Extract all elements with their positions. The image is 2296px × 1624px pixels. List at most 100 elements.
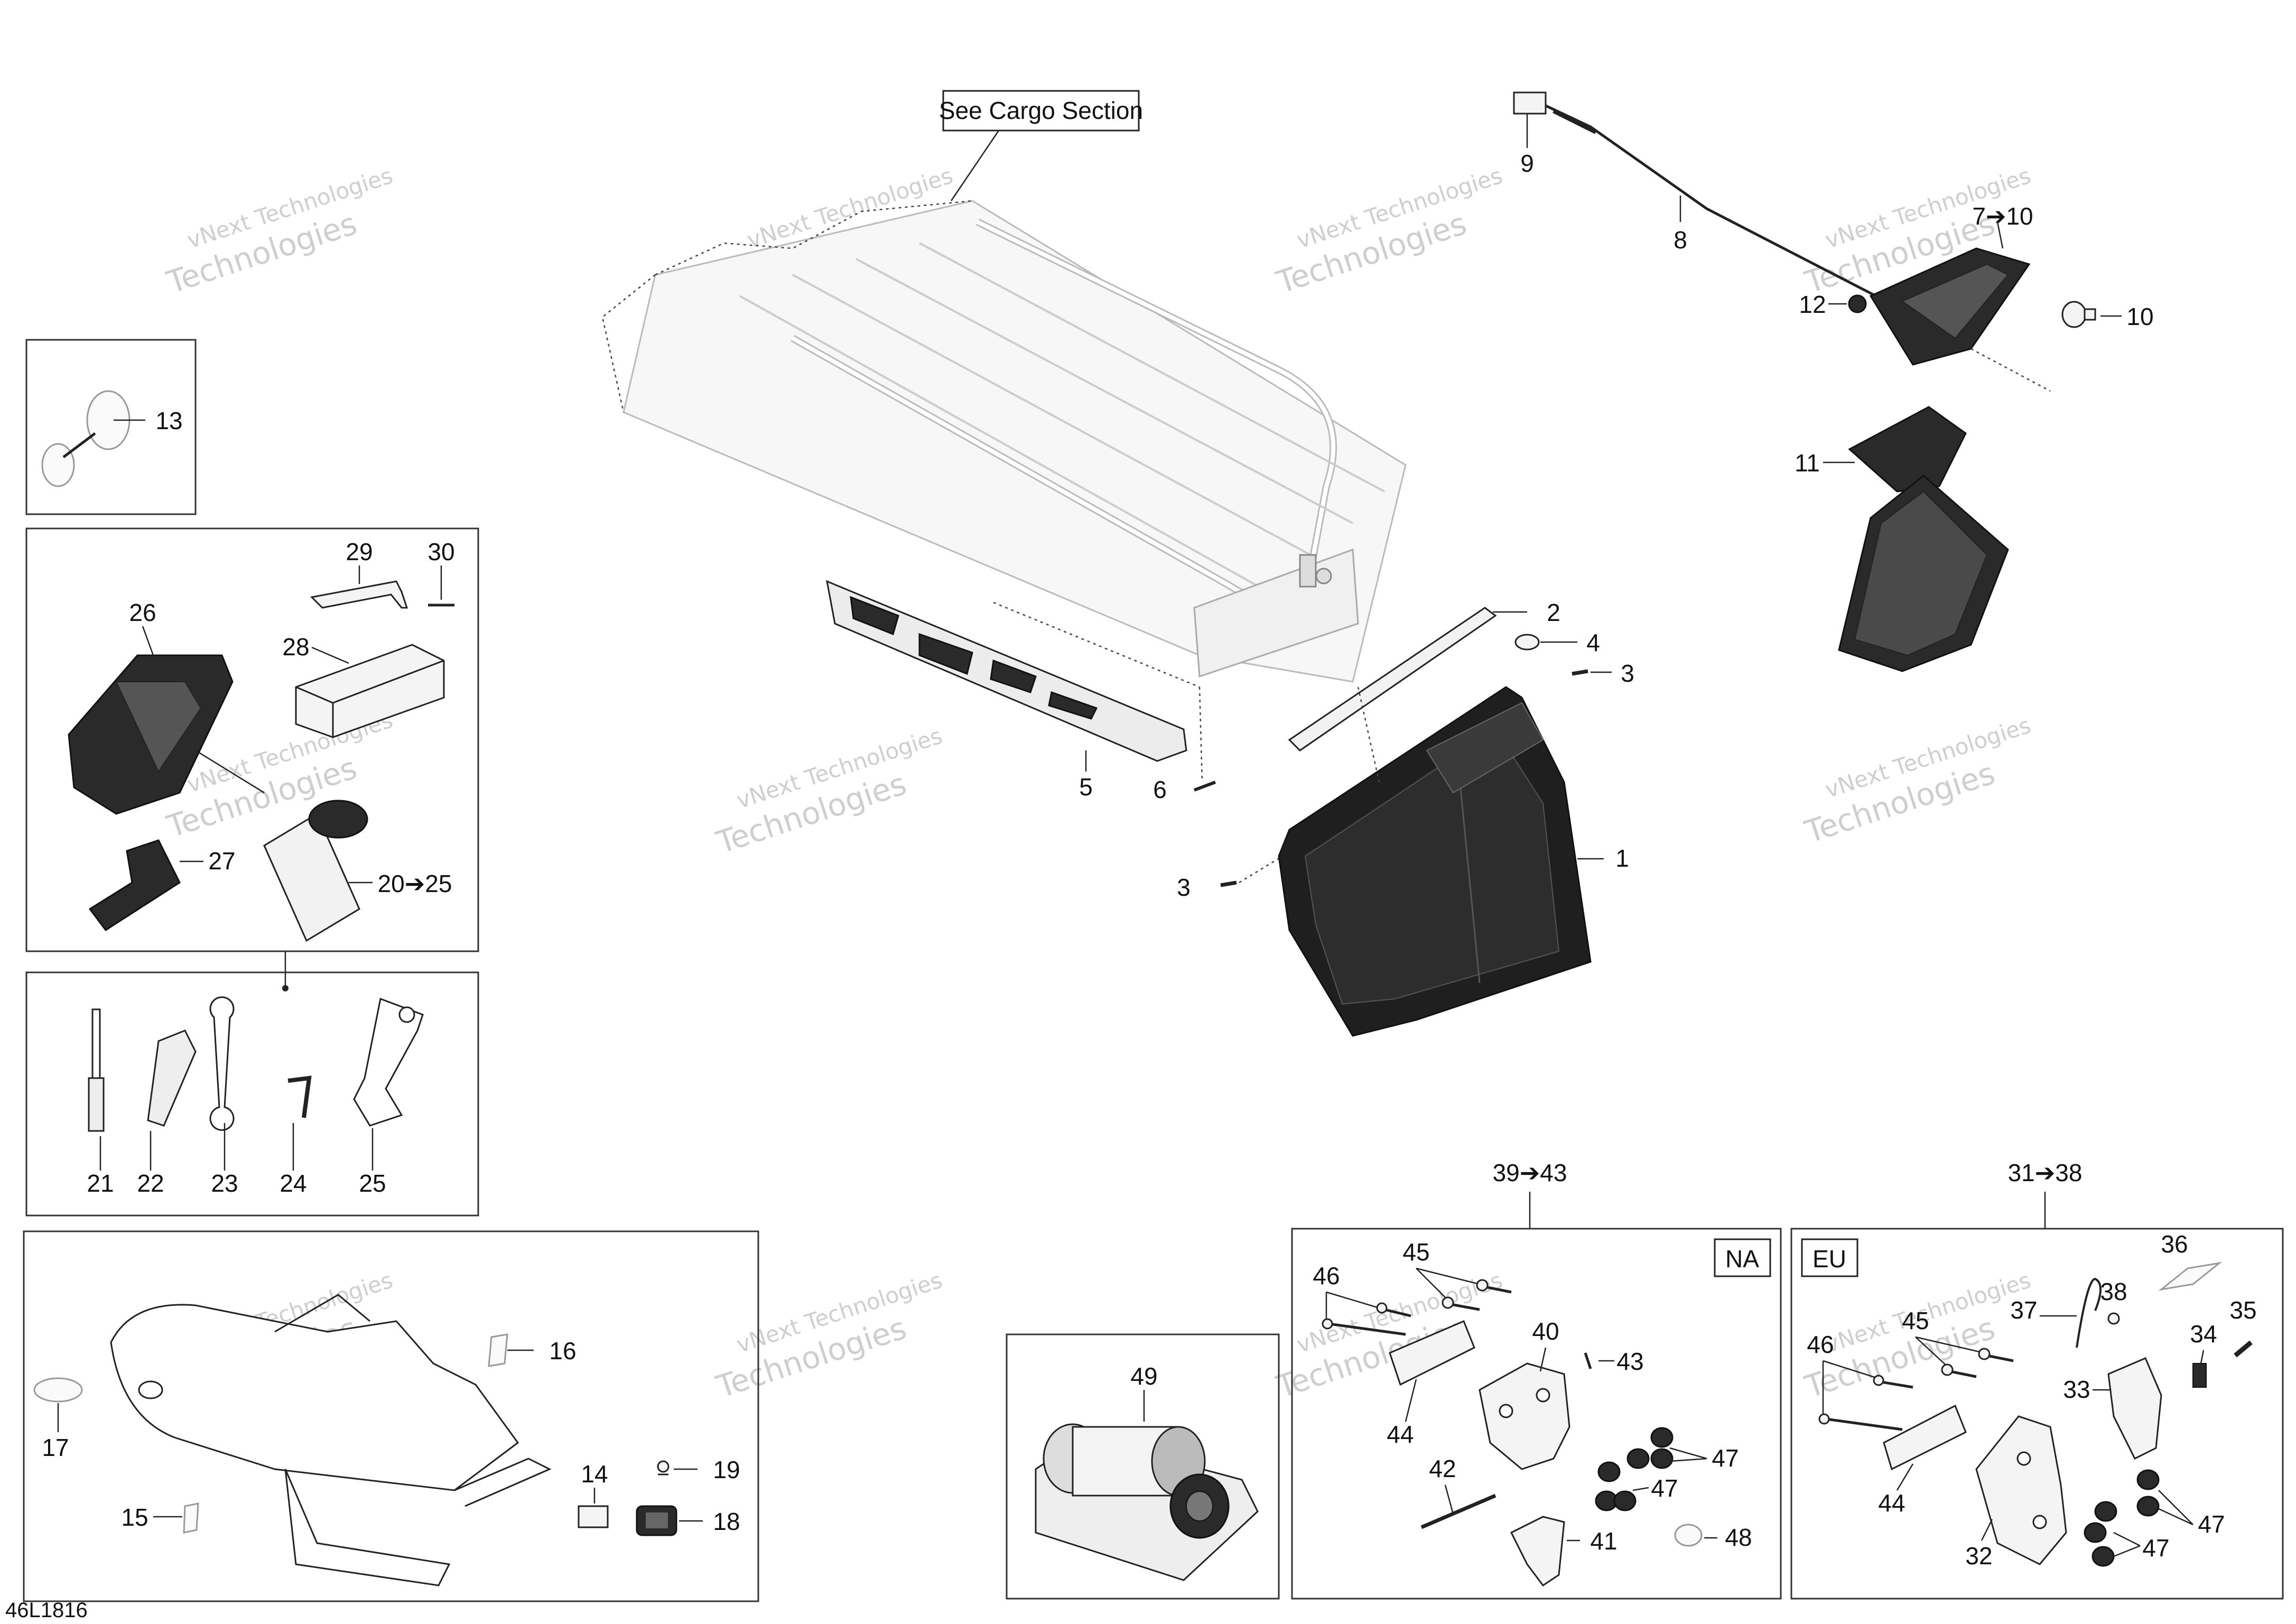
region-tag-eu: EU: [1812, 1245, 1846, 1273]
part-grommet: [1848, 294, 1867, 313]
part-decal: [183, 1502, 199, 1534]
callout-49: 49: [1130, 1362, 1157, 1390]
part-plate: [1883, 1404, 1967, 1471]
callout-3a: 3: [1621, 660, 1634, 687]
callout-6: 6: [1153, 776, 1167, 803]
callout-28: 28: [282, 633, 309, 661]
callout-48: 48: [1725, 1524, 1752, 1551]
part-plate: [1389, 1320, 1475, 1386]
snowmobile-decals-panel: 17 16 15 14 18 19: [23, 1230, 759, 1602]
part-side-panel: [826, 580, 1200, 762]
callout-46-eu: 46: [1807, 1331, 1834, 1358]
callout-2: 2: [1547, 599, 1560, 626]
part-decal: [488, 1333, 508, 1367]
callout-38: 38: [2100, 1278, 2127, 1305]
callout-33: 33: [2063, 1376, 2090, 1403]
reference-label: See Cargo Section: [939, 97, 1143, 124]
callout-30: 30: [427, 538, 454, 565]
callout-20-25: 20➔25: [378, 870, 452, 897]
callout-11: 11: [1795, 449, 1820, 477]
callout-17: 17: [42, 1434, 69, 1461]
mirror-panel: 13: [25, 339, 197, 515]
tool-kit-panel: 21 22 23 24 25: [25, 971, 479, 1217]
callout-16: 16: [549, 1337, 576, 1365]
callout-22: 22: [137, 1170, 164, 1197]
part-bolt: [1322, 1279, 1512, 1336]
part-screwdriver: [88, 1008, 105, 1132]
callout-23: 23: [211, 1170, 238, 1197]
snowmobile-outline: [110, 1294, 552, 1586]
callout-21: 21: [87, 1170, 114, 1197]
cargo-rack: [601, 200, 1407, 683]
na-hitch-panel: NA 46 45 44 40 43: [1291, 1228, 1782, 1600]
part-taillight: [1869, 247, 2031, 366]
callout-35: 35: [2229, 1296, 2256, 1324]
callout-4: 4: [1586, 629, 1600, 656]
part-socket: [147, 1029, 197, 1127]
part-fastener: [657, 1460, 670, 1475]
part-decal-oval: [33, 1377, 83, 1403]
callout-25: 25: [359, 1170, 386, 1197]
callout-18: 18: [713, 1508, 740, 1535]
callout-47-na-2: 47: [1651, 1474, 1678, 1502]
part-pin: [1584, 1352, 1592, 1369]
part-hook-bracket: [2107, 1357, 2162, 1460]
winch-panel: 49: [1006, 1333, 1280, 1600]
part-tool-kit-pouch: [263, 800, 368, 942]
part-hitch-bracket: [1479, 1362, 1570, 1470]
callout-13: 13: [155, 407, 182, 434]
part-washer: [1514, 634, 1540, 651]
callout-47-na-1: 47: [1712, 1444, 1739, 1472]
part-screw: [1220, 880, 1237, 887]
storage-bag-panel: 26 27 29 30 28 20➔25: [25, 527, 479, 991]
part-bolt: [1818, 1348, 2014, 1431]
eu-hitch-panel: EU 36 37 38 35 34 33 46 45: [1790, 1228, 2284, 1600]
part-screw: [1572, 669, 1588, 676]
part-winch: [1035, 1423, 1259, 1581]
callout-39-43: 39➔43: [1493, 1159, 1567, 1186]
callout-47-eu-2: 47: [2142, 1534, 2169, 1562]
callout-40: 40: [1532, 1317, 1559, 1345]
part-taillight-housing: [1838, 406, 2009, 672]
part-mud-flap-strip: [1288, 607, 1497, 751]
cargo-section-reference: See Cargo Section: [939, 90, 1143, 201]
part-license-plate: [578, 1505, 609, 1528]
callout-19: 19: [713, 1456, 740, 1483]
callout-37: 37: [2010, 1296, 2037, 1324]
callout-44-eu: 44: [1878, 1489, 1905, 1517]
part-clip: [1510, 1516, 1565, 1587]
region-tag-na: NA: [1725, 1245, 1759, 1273]
callout-12: 12: [1799, 291, 1826, 318]
part-spring: [2192, 1363, 2207, 1388]
callout-3b: 3: [1177, 874, 1191, 901]
figure-code: 46L1816: [5, 1599, 88, 1622]
callout-8: 8: [1674, 226, 1687, 254]
part-cap: [1674, 1524, 1703, 1547]
callout-43: 43: [1616, 1348, 1643, 1375]
part-cable: [2076, 1277, 2102, 1348]
part-pad: [295, 644, 445, 738]
callout-24: 24: [280, 1170, 306, 1197]
callout-41: 41: [1590, 1527, 1617, 1555]
callout-32: 32: [1965, 1542, 1992, 1570]
part-nut: [2107, 1312, 2120, 1325]
callout-29: 29: [346, 538, 373, 565]
part-bracket: [310, 580, 408, 609]
callout-27: 27: [208, 847, 235, 875]
part-bulb: [2061, 301, 2096, 328]
part-latch: [2158, 1261, 2223, 1291]
part-hitch-pin: [1420, 1493, 1496, 1529]
callout-42: 42: [1429, 1455, 1456, 1482]
callout-44-na: 44: [1387, 1421, 1414, 1448]
part-wiring-harness: [1513, 91, 1877, 298]
callout-26: 26: [129, 599, 156, 626]
callout-5: 5: [1079, 773, 1093, 801]
callout-31-38: 31➔38: [2008, 1159, 2083, 1186]
callout-47-eu-1: 47: [2198, 1510, 2225, 1538]
callout-34: 34: [2190, 1320, 2217, 1348]
callout-7-10: 7➔10: [1972, 202, 2033, 230]
part-strap: [88, 839, 181, 932]
part-screw: [1193, 781, 1216, 792]
